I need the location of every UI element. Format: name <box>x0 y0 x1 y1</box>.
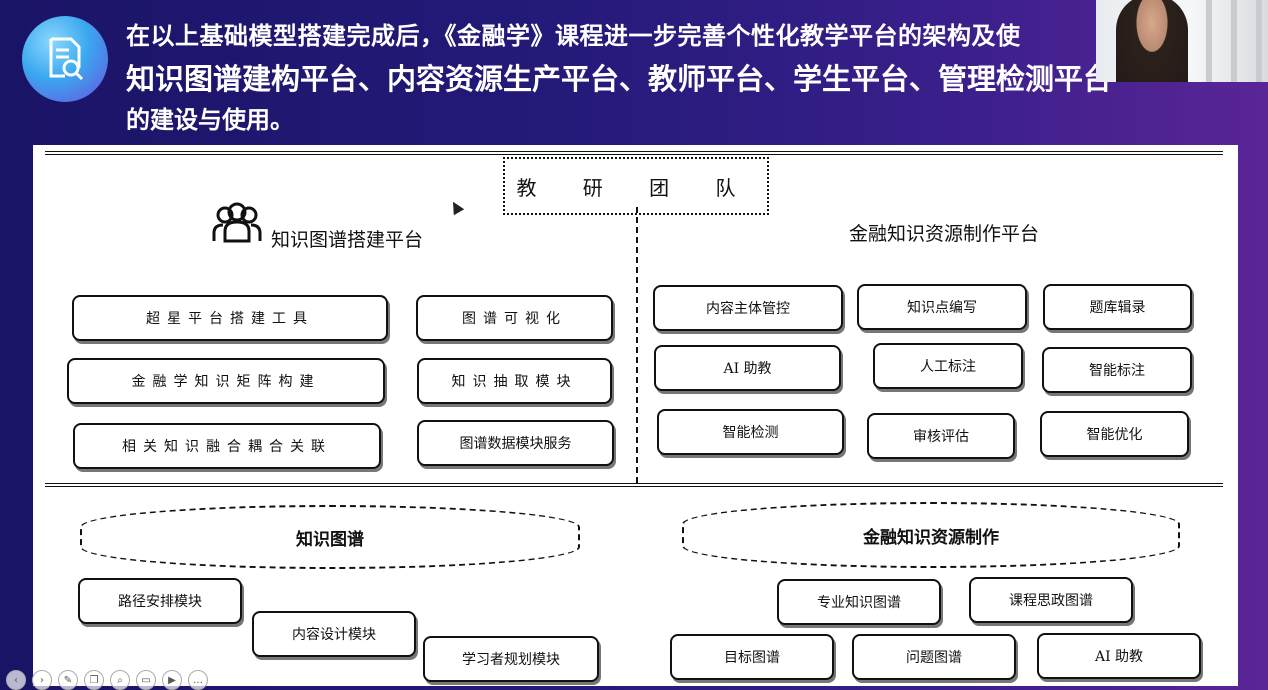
module-smart-detection: 智能检测 <box>657 409 844 455</box>
prev-icon[interactable]: ‹ <box>6 670 26 690</box>
module-knowledge-fusion: 相关知识融合耦合关联 <box>73 423 381 469</box>
presentation-toolbar: ‹ › ✎ ❐ ⌕ ▭ ▶ … <box>6 670 208 690</box>
resource-platform-title: 金融知识资源制作平台 <box>849 223 1040 245</box>
module-review-evaluation: 审核评估 <box>867 413 1015 459</box>
module-professional-graph: 专业知识图谱 <box>777 579 941 625</box>
module-smart-annotation: 智能标注 <box>1042 347 1192 393</box>
module-ai-assistant-bottom: AI 助教 <box>1037 633 1201 679</box>
module-goal-graph: 目标图谱 <box>670 634 834 680</box>
header-line-2: 知识图谱建构平台、内容资源生产平台、教师平台、学生平台、管理检测平台 <box>126 62 1113 96</box>
module-graph-data-service: 图谱数据模块服务 <box>417 420 614 466</box>
module-manual-annotation: 人工标注 <box>873 343 1023 389</box>
module-knowledge-writing: 知识点编写 <box>857 284 1027 330</box>
header-line-1: 在以上基础模型搭建完成后，《金融学》课程进一步完善个性化教学平台的架构及使 <box>126 22 1021 50</box>
screen-icon[interactable]: ▭ <box>136 670 156 690</box>
camera-icon[interactable]: ▶ <box>162 670 182 690</box>
zoom-icon[interactable]: ⌕ <box>110 670 130 690</box>
header-line-3: 的建设与使用。 <box>126 106 294 134</box>
copy-icon[interactable]: ❐ <box>84 670 104 690</box>
module-question-bank: 题库辑录 <box>1043 284 1192 330</box>
pen-icon[interactable]: ✎ <box>58 670 78 690</box>
knowledge-graph-cylinder: 知识图谱 <box>80 505 580 569</box>
module-problem-graph: 问题图谱 <box>852 634 1016 680</box>
more-icon[interactable]: … <box>188 670 208 690</box>
module-path-planning: 路径安排模块 <box>78 578 242 624</box>
vertical-divider <box>636 207 638 483</box>
module-graph-visualization: 图谱可视化 <box>416 295 613 341</box>
module-chaoxing-tools: 超星平台搭建工具 <box>72 295 388 341</box>
top-divider <box>45 151 1223 155</box>
document-search-glyph <box>49 37 84 81</box>
presenter-avatar <box>1116 0 1188 82</box>
document-search-icon <box>22 16 108 102</box>
architecture-diagram: 教 研 团 队 知识图谱搭建平台 金融知识资源制作平台 超星平台搭建工具 图谱可… <box>33 145 1238 686</box>
knowledge-graph-platform-title: 知识图谱搭建平台 <box>271 229 424 251</box>
module-knowledge-matrix: 金融学知识矩阵构建 <box>67 358 385 404</box>
module-learner-planning: 学习者规划模块 <box>423 636 599 682</box>
module-ideology-graph: 课程思政图谱 <box>969 577 1133 623</box>
module-ai-assistant: AI 助教 <box>654 345 841 391</box>
resource-production-cylinder: 金融知识资源制作 <box>682 502 1180 568</box>
people-group-icon <box>212 202 262 243</box>
module-smart-optimization: 智能优化 <box>1040 411 1189 457</box>
middle-divider <box>45 483 1223 487</box>
module-content-design: 内容设计模块 <box>252 611 416 657</box>
next-icon[interactable]: › <box>32 670 52 690</box>
module-content-control: 内容主体管控 <box>653 285 843 331</box>
research-team-box: 教 研 团 队 <box>503 157 769 215</box>
module-knowledge-extraction: 知识抽取模块 <box>417 358 612 404</box>
webcam-video-feed <box>1096 0 1268 82</box>
